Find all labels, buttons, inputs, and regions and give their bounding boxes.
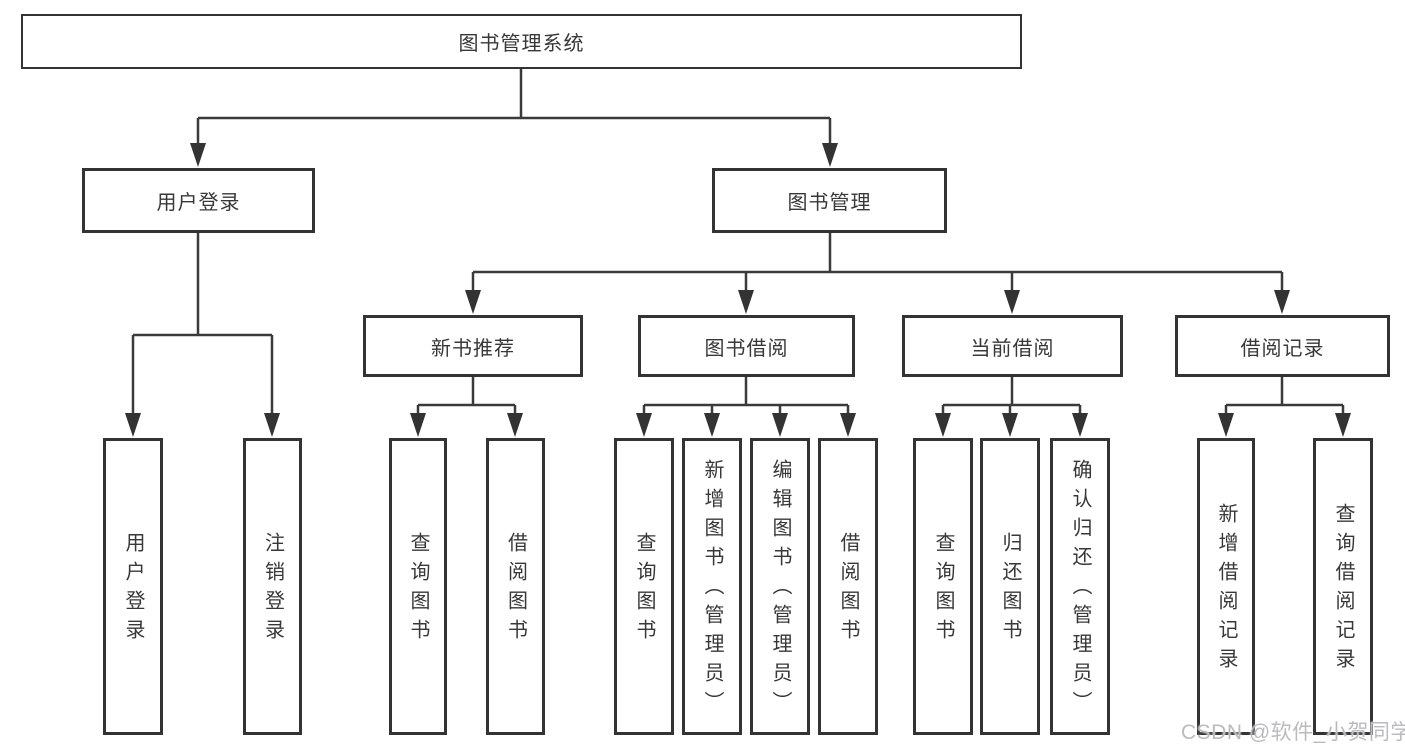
node-leaf-query-books: 查询图书	[913, 438, 973, 735]
node-new-book-recommend: 新书推荐	[363, 315, 583, 377]
arrowhead-icon	[410, 413, 426, 437]
node-leaf-add-borrow-record: 新增借阅记录	[1197, 438, 1255, 735]
node-current-borrowing: 当前借阅	[902, 315, 1123, 377]
arrowhead-icon	[190, 143, 206, 167]
arrowhead-icon	[465, 290, 481, 314]
node-leaf-borrow-books: 借阅图书	[818, 438, 878, 735]
arrowhead-icon	[822, 143, 838, 167]
arrowhead-icon	[738, 290, 754, 314]
arrowhead-icon	[507, 413, 523, 437]
node-book-borrowing: 图书借阅	[638, 315, 855, 377]
node-root-system: 图书管理系统	[21, 14, 1022, 69]
arrowhead-icon	[772, 413, 788, 437]
node-leaf-return-books: 归还图书	[980, 438, 1040, 735]
arrowhead-icon	[1002, 413, 1018, 437]
arrowhead-icon	[636, 413, 652, 437]
arrowhead-icon	[264, 413, 280, 437]
node-leaf-logout: 注销登录	[243, 438, 302, 735]
node-user-login: 用户登录	[82, 168, 315, 233]
node-leaf-edit-books-admin: 编辑图书（管理员）	[750, 438, 810, 735]
arrowhead-icon	[840, 413, 856, 437]
node-leaf-query-books: 查询图书	[614, 438, 674, 735]
node-leaf-borrow-books: 借阅图书	[486, 438, 545, 735]
arrowhead-icon	[1274, 290, 1290, 314]
csdn-watermark: CSDN @软件_小贺同学	[1181, 721, 1405, 744]
arrowhead-icon	[125, 413, 141, 437]
arrowhead-icon	[704, 413, 720, 437]
node-leaf-query-borrow-record: 查询借阅记录	[1313, 438, 1373, 735]
arrowhead-icon	[1072, 413, 1088, 437]
node-leaf-add-books-admin: 新增图书（管理员）	[682, 438, 742, 735]
connector-path	[131, 69, 1345, 416]
node-borrowing-records: 借阅记录	[1175, 315, 1390, 377]
arrowhead-icon	[1004, 290, 1020, 314]
arrowhead-icon	[935, 413, 951, 437]
arrowhead-icon	[1218, 413, 1234, 437]
node-leaf-query-books: 查询图书	[389, 438, 447, 735]
node-leaf-user-login: 用户登录	[103, 438, 163, 735]
node-book-management: 图书管理	[712, 168, 947, 233]
arrowhead-icon	[1335, 413, 1351, 437]
node-leaf-confirm-return-admin: 确认归还（管理员）	[1050, 438, 1110, 735]
